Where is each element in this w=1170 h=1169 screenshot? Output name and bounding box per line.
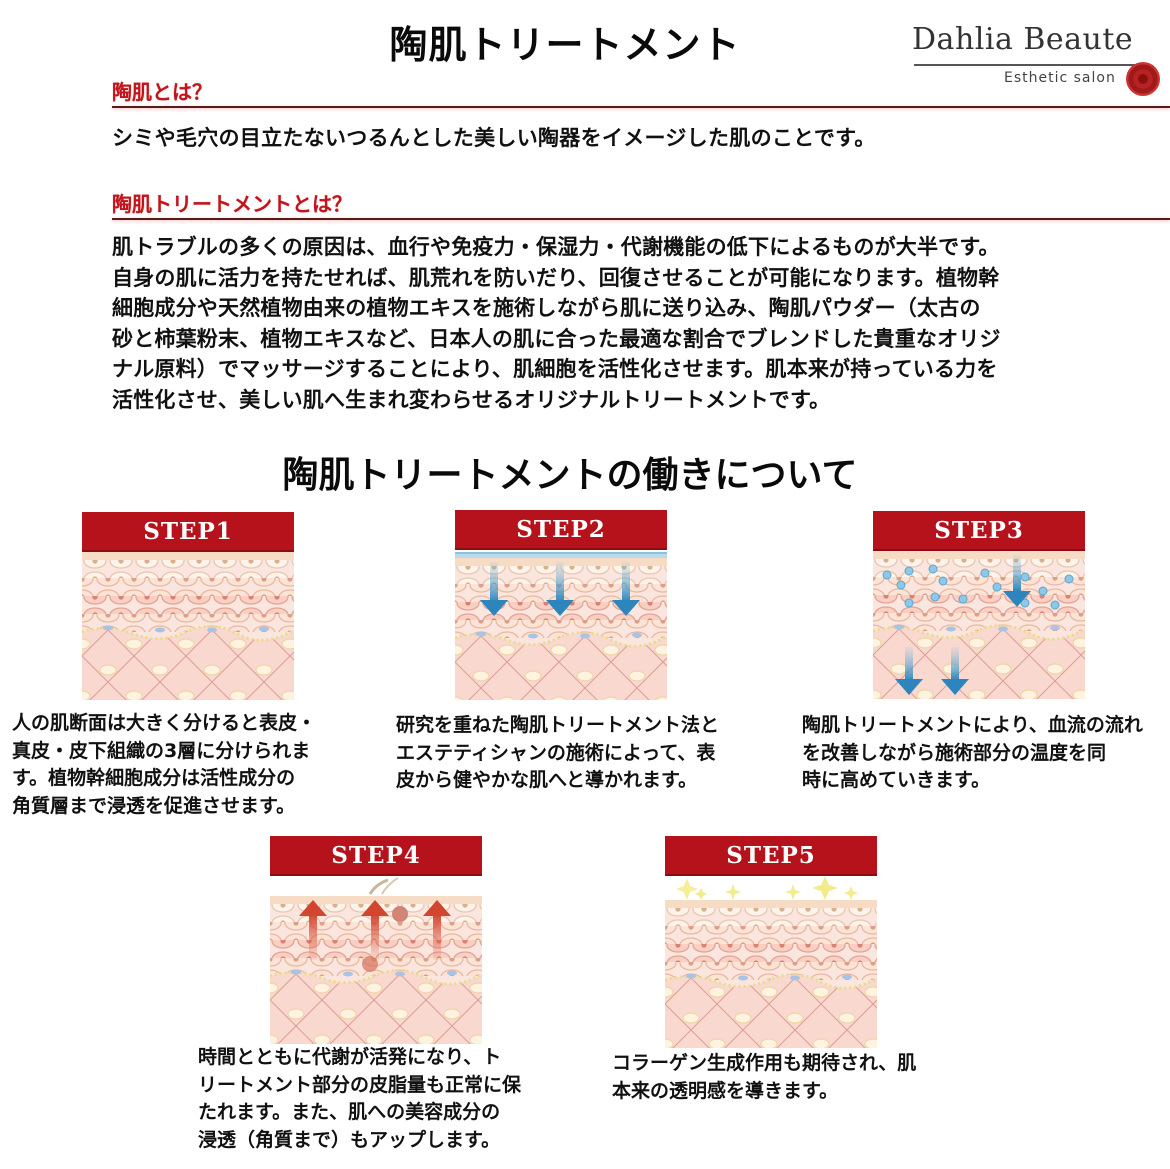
text-line: 研究を重ねた陶肌トリートメント法と — [396, 714, 720, 736]
step-card-5: STEP5 — [665, 836, 877, 1048]
paragraph-line: 活性化させ、美しい肌へ生まれ変わらせるオリジナルトリートメントです。 — [112, 387, 831, 412]
down-arrow-icon — [941, 647, 969, 695]
applied-product-layer — [455, 552, 667, 558]
skin-layers-illustration — [873, 551, 1085, 699]
text-line: 時間とともに代謝が活発になり、ト — [198, 1046, 502, 1068]
down-arrow-icon — [1003, 555, 1031, 607]
shedding-flake-icon — [368, 877, 399, 895]
text-line: 本来の透明感を導きます。 — [612, 1079, 839, 1102]
step-description-2: 研究を重ねた陶肌トリートメント法と エステティシャンの施術によって、表 皮から健… — [396, 712, 719, 795]
up-arrow-icon — [361, 900, 389, 960]
step-label: STEP1 — [82, 512, 294, 552]
paragraph-line: 砂と柿葉粉末、植物エキスなど、日本人の肌に合った最適な割合でブレンドした貴重なオ… — [112, 326, 1001, 351]
skin-layers-illustration — [455, 558, 667, 700]
page-title: 陶肌トリートメント — [389, 22, 741, 67]
text-line: 浸透（角質まで）もアップします。 — [198, 1128, 501, 1151]
brand-logo: Dahlia Beaute Esthetic salon — [912, 22, 1162, 102]
section-text-what-is-treatment: 肌トラブルの多くの原因は、血行や免疫力・保湿力・代謝機能の低下によるものが大半で… — [112, 232, 1072, 415]
logo-subtitle: Esthetic salon — [1004, 70, 1116, 86]
step-card-4: STEP4 — [270, 836, 482, 1044]
text-line: 時に高めていきます。 — [802, 769, 991, 791]
down-arrow-icon — [895, 647, 923, 695]
text-line: エステティシャンの施術によって、表 — [396, 741, 716, 764]
text-line: 人の肌断面は大きく分けると表皮・ — [12, 712, 317, 734]
skin-layers-illustration — [82, 552, 294, 700]
up-arrow-icon — [423, 900, 451, 960]
step-card-2: STEP2 — [455, 510, 667, 700]
logo-name: Dahlia Beaute — [912, 22, 1134, 57]
section-heading-what-is-treatment: 陶肌トリートメントとは？ — [112, 192, 352, 216]
step-label: STEP2 — [455, 510, 667, 550]
skin-layers-illustration — [665, 900, 877, 1048]
step-description-1: 人の肌断面は大きく分けると表皮・ 真皮・皮下組織の3層に分けられま す。植物幹細… — [12, 710, 316, 820]
step-label: STEP5 — [665, 836, 877, 876]
down-arrow-icon — [612, 562, 640, 616]
text-line: 角質層まで浸透を促進させます。 — [12, 794, 296, 817]
step-description-5: コラーゲン生成作用も期待され、肌 本来の透明感を導きます。 — [612, 1050, 916, 1105]
paragraph-line: 自身の肌に活力を持たせれば、肌荒れを防いだり、回復させることが可能になります。植… — [112, 265, 1000, 290]
step-label: STEP3 — [873, 511, 1085, 551]
section-divider — [112, 218, 1170, 220]
text-line: リートメント部分の皮脂量も正常に保 — [198, 1073, 522, 1096]
step-card-1: STEP1 — [82, 512, 294, 700]
step-description-4: 時間とともに代謝が活発になり、ト リートメント部分の皮脂量も正常に保 たれます。… — [198, 1044, 521, 1154]
paragraph-line: 細胞成分や天然植物由来の植物エキスを施術しながら肌に送り込み、陶肌パウダー（太古… — [112, 296, 981, 320]
text-line: 真皮・皮下組織の3層に分けられま — [12, 739, 311, 762]
text-line: コラーゲン生成作用も期待され、肌 — [612, 1052, 917, 1074]
text-line: す。植物幹細胞成分は活性成分の — [12, 767, 296, 789]
text-line: たれます。また、肌への美容成分の — [198, 1101, 501, 1123]
down-arrow-icon — [480, 562, 508, 616]
section-divider — [112, 106, 1170, 108]
dahlia-flower-icon — [1126, 62, 1160, 96]
sparkle-icons — [676, 876, 858, 900]
text-line: 陶肌トリートメントにより、血流の流れ — [802, 714, 1143, 736]
paragraph-line: 肌トラブルの多くの原因は、血行や免疫力・保湿力・代謝機能の低下によるものが大半で… — [112, 235, 1000, 259]
step-card-3: STEP3 — [873, 511, 1085, 699]
text-line: を改善しながら施術部分の温度を同 — [802, 741, 1107, 764]
down-arrow-icon — [546, 562, 574, 616]
bubble-icons — [882, 564, 1074, 610]
section-text-what-is-touhada: シミや毛穴の目立たないつるんとした美しい陶器をイメージした肌のことです。 — [112, 126, 876, 150]
paragraph-line: ナル原料）でマッサージすることにより、肌細胞を活性化させます。肌本来が持っている… — [112, 357, 998, 381]
step-label: STEP4 — [270, 836, 482, 876]
text-line: 皮から健やかな肌へと導かれます。 — [396, 769, 698, 791]
section-heading-what-is-touhada: 陶肌とは？ — [112, 80, 212, 104]
logo-divider — [914, 64, 1136, 66]
steps-section-title: 陶肌トリートメントの働きについて — [282, 454, 858, 496]
up-arrow-icon — [299, 900, 327, 960]
skin-layers-illustration — [270, 896, 482, 1044]
step-description-3: 陶肌トリートメントにより、血流の流れ を改善しながら施術部分の温度を同 時に高め… — [802, 712, 1143, 795]
